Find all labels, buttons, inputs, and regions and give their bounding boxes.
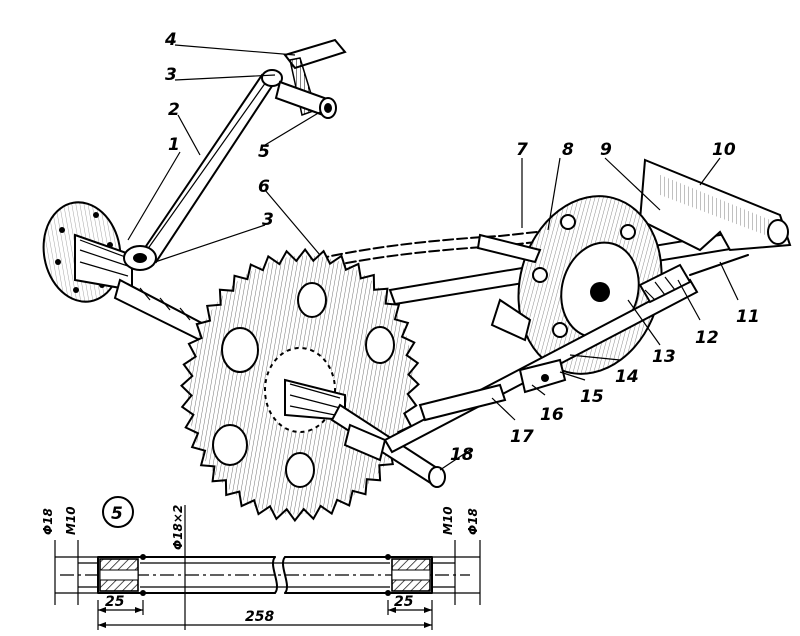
callout-3-bottom: 3: [262, 210, 274, 230]
callout-16: 16: [540, 405, 564, 425]
callout-12: 12: [695, 328, 719, 348]
pedal: [274, 38, 347, 119]
callout-8: 8: [562, 140, 574, 160]
leader-lines: [127, 44, 739, 471]
tension-bracket: [476, 233, 542, 342]
detail-number: 5: [111, 504, 123, 524]
callout-10: 10: [712, 140, 736, 160]
clamp: [518, 358, 567, 394]
rear-plate: [638, 158, 792, 252]
callout-13: 13: [652, 347, 676, 367]
callout-3-top: 3: [165, 65, 177, 85]
callout-2: 2: [168, 100, 180, 120]
callout-1: 1: [168, 135, 180, 155]
dim-right-len: 25: [394, 594, 414, 610]
dim-right-outer: Φ18: [466, 508, 480, 535]
dim-right-thread: M10: [441, 506, 455, 535]
callout-7: 7: [516, 140, 528, 160]
chain: [304, 209, 661, 273]
dim-left-thread: M10: [64, 506, 78, 535]
callout-5: 5: [258, 142, 270, 162]
dim-left-len: 25: [105, 594, 125, 610]
callout-9: 9: [600, 140, 612, 160]
front-axle: [330, 403, 446, 488]
callout-17: 17: [510, 427, 534, 447]
detail-5-drawing: 5: [41, 496, 481, 630]
callout-4: 4: [164, 30, 177, 50]
dim-total-len: 258: [245, 609, 274, 625]
callout-labels: 1 2 3 4 3 5 6 7 8 9 10 11 12 13 14 15 16…: [164, 30, 760, 465]
crank-arm: [123, 69, 283, 271]
front-sprocket: [180, 247, 420, 523]
left-flange: [42, 201, 133, 303]
callout-15: 15: [580, 387, 604, 407]
callout-11: 11: [736, 307, 760, 327]
callout-6: 6: [258, 177, 270, 197]
callout-14: 14: [615, 367, 639, 387]
callout-18: 18: [450, 445, 474, 465]
dim-left-outer: Φ18: [41, 508, 55, 535]
dim-tube: Φ18×2: [171, 505, 185, 550]
